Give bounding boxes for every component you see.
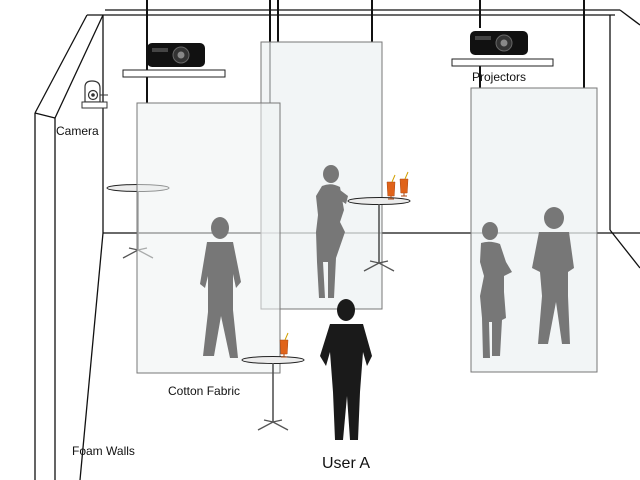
projectors-label: Projectors: [472, 70, 526, 84]
person-silhouette-icon: [480, 207, 574, 358]
foam-walls-label: Foam Walls: [72, 444, 135, 458]
projector-icon: [122, 43, 226, 78]
projector-icon: [451, 31, 554, 67]
cocktail-glass-icon: [279, 332, 289, 358]
camera-icon: [81, 80, 108, 109]
camera-label: Camera: [56, 124, 99, 138]
cotton-fabric-label: Cotton Fabric: [168, 384, 240, 398]
person-silhouette-icon: [200, 217, 241, 358]
user-silhouette: [320, 299, 372, 440]
cocktail-glass-icon: [386, 171, 409, 200]
person-silhouette-icon: [316, 165, 348, 298]
user-label: User A: [322, 455, 370, 472]
